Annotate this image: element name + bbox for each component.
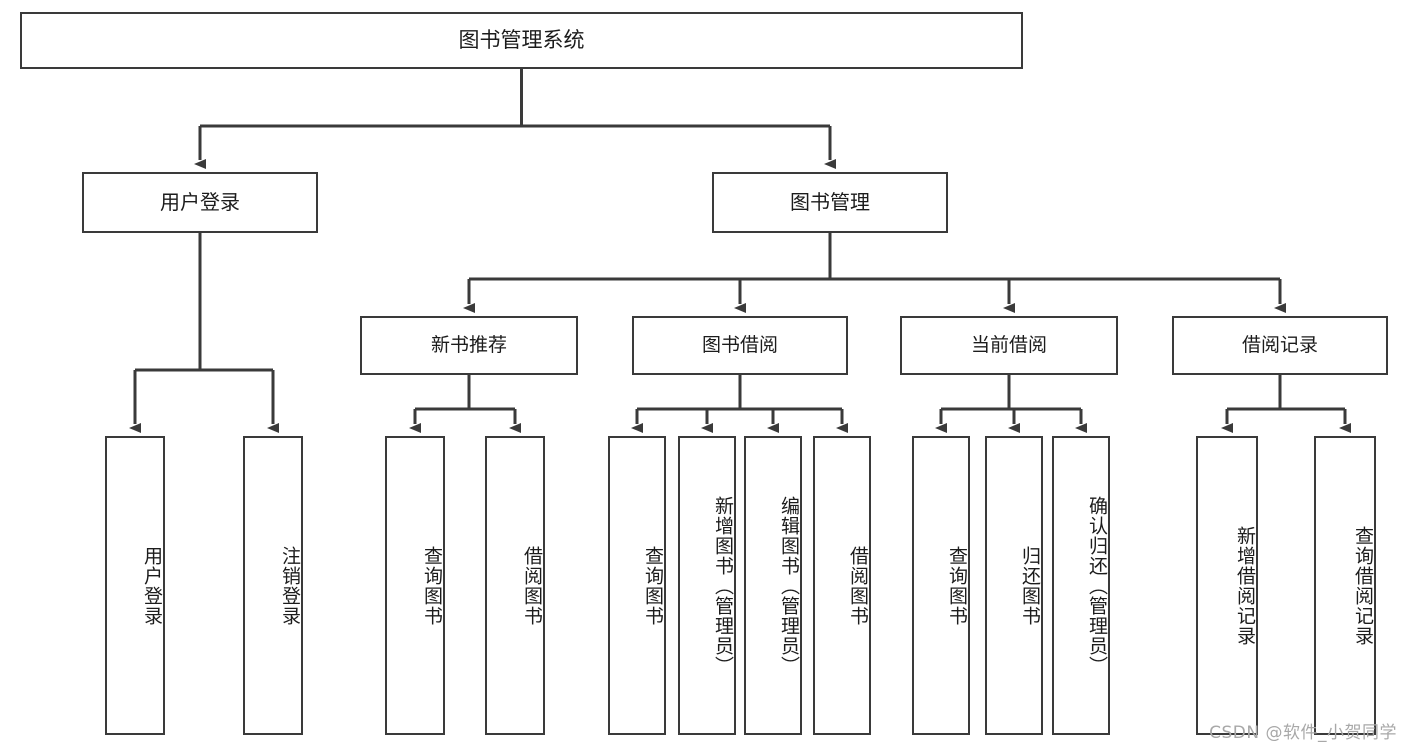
node-leaf-user-login[interactable]: 用户登录 xyxy=(105,436,165,735)
node-leaf-query-borrow-record[interactable]: 查询借阅记录 xyxy=(1314,436,1376,735)
node-label-leaf-query-book-recommend: 查询图书 xyxy=(421,545,443,626)
node-label-borrow-records: 借阅记录 xyxy=(1241,334,1318,357)
node-leaf-add-book-admin[interactable]: 新增图书（管理员） xyxy=(678,436,736,735)
node-leaf-borrow-book-recommend[interactable]: 借阅图书 xyxy=(485,436,545,735)
node-leaf-add-borrow-record[interactable]: 新增借阅记录 xyxy=(1196,436,1258,735)
node-label-leaf-confirm-return-admin: 确认归还（管理员） xyxy=(1086,495,1108,676)
node-current-borrow[interactable]: 当前借阅 xyxy=(900,316,1118,375)
watermark-text: CSDN @软件_小贺同学 xyxy=(1209,723,1397,743)
node-label-current-borrow: 当前借阅 xyxy=(970,334,1047,357)
node-label-leaf-borrow-book: 借阅图书 xyxy=(847,545,869,626)
node-label-leaf-edit-book-admin: 编辑图书（管理员） xyxy=(778,495,800,676)
node-leaf-logout[interactable]: 注销登录 xyxy=(243,436,303,735)
node-label-book-borrow: 图书借阅 xyxy=(701,334,778,357)
node-label-leaf-add-book-admin: 新增图书（管理员） xyxy=(712,495,734,676)
node-leaf-edit-book-admin[interactable]: 编辑图书（管理员） xyxy=(744,436,802,735)
node-book-borrow[interactable]: 图书借阅 xyxy=(632,316,848,375)
node-borrow-records[interactable]: 借阅记录 xyxy=(1172,316,1388,375)
node-label-leaf-query-borrow-record: 查询借阅记录 xyxy=(1352,525,1374,646)
node-root[interactable]: 图书管理系统 xyxy=(20,12,1023,69)
node-label-leaf-return-book: 归还图书 xyxy=(1019,545,1041,626)
node-leaf-return-book[interactable]: 归还图书 xyxy=(985,436,1043,735)
node-label-leaf-query-book-borrow: 查询图书 xyxy=(642,545,664,626)
node-label-leaf-user-login: 用户登录 xyxy=(141,545,163,626)
node-leaf-query-book-recommend[interactable]: 查询图书 xyxy=(385,436,445,735)
node-leaf-query-book-borrow[interactable]: 查询图书 xyxy=(608,436,666,735)
node-label-leaf-borrow-book-recommend: 借阅图书 xyxy=(521,545,543,626)
node-label-root: 图书管理系统 xyxy=(458,28,585,53)
node-label-book-management: 图书管理 xyxy=(790,189,870,214)
node-label-user-login: 用户登录 xyxy=(160,189,240,214)
node-label-leaf-logout: 注销登录 xyxy=(279,545,301,626)
node-leaf-borrow-book[interactable]: 借阅图书 xyxy=(813,436,871,735)
node-label-new-book-recommend: 新书推荐 xyxy=(430,334,507,357)
node-leaf-confirm-return-admin[interactable]: 确认归还（管理员） xyxy=(1052,436,1110,735)
node-leaf-query-book-current[interactable]: 查询图书 xyxy=(912,436,970,735)
node-user-login[interactable]: 用户登录 xyxy=(82,172,318,233)
node-new-book-recommend[interactable]: 新书推荐 xyxy=(360,316,578,375)
node-label-leaf-add-borrow-record: 新增借阅记录 xyxy=(1234,525,1256,646)
node-label-leaf-query-book-current: 查询图书 xyxy=(946,545,968,626)
node-book-management[interactable]: 图书管理 xyxy=(712,172,948,233)
